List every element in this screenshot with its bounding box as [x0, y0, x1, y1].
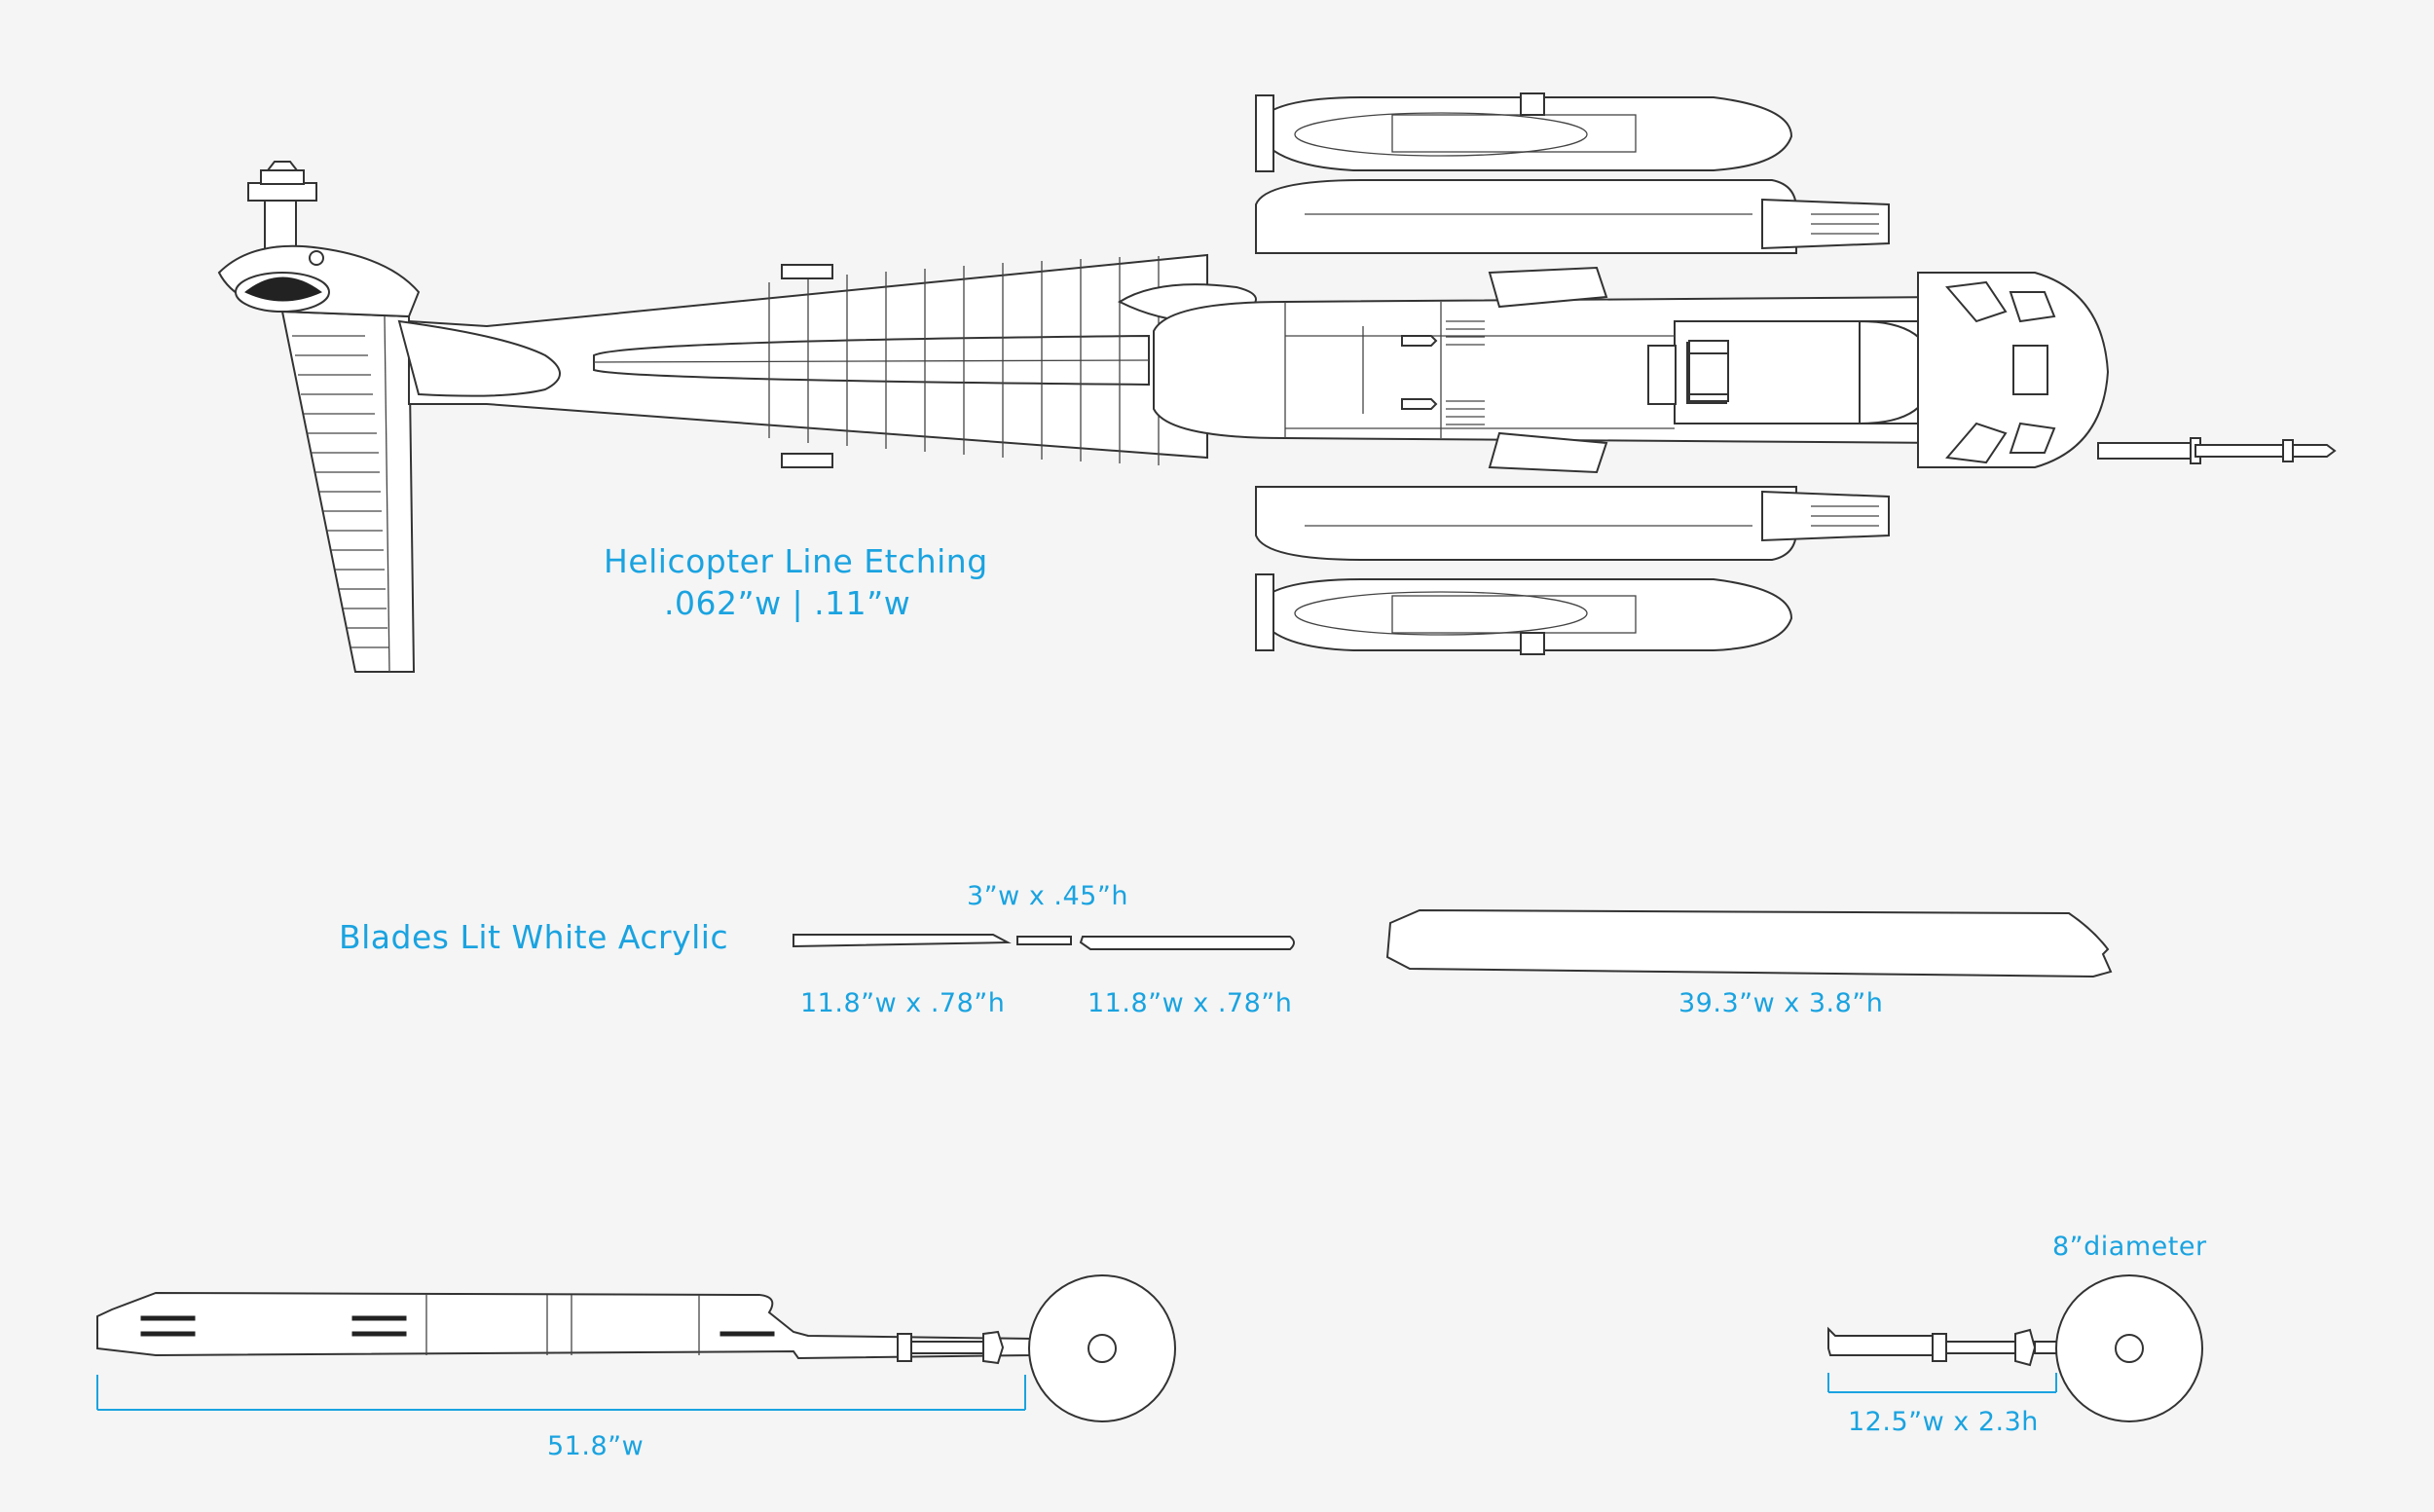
- rotor-large-width-label: 51.8”w: [547, 1431, 645, 1461]
- tail-rotor-hub: [217, 161, 421, 318]
- engine-pods: [1255, 179, 1890, 561]
- main-fuselage: [1153, 295, 2094, 445]
- blade-left-shape: [793, 934, 1012, 948]
- tail-fin: [280, 310, 416, 673]
- blade-long-shape: [1385, 908, 2113, 978]
- blade-right-shape: [1079, 936, 1295, 950]
- blade-small-center-label: 3”w x .45”h: [967, 881, 1128, 911]
- external-fuel-tanks: [1254, 92, 1793, 655]
- helicopter-widths-label: .062”w | .11”w: [664, 584, 911, 622]
- large-rotor-blade: [96, 1274, 1176, 1422]
- blades-title-label: Blades Lit White Acrylic: [339, 918, 729, 956]
- blade-right-label: 11.8”w x .78”h: [1088, 988, 1293, 1018]
- tail-boom: [397, 253, 1257, 468]
- blade-long-label: 39.3”w x 3.8”h: [1678, 988, 1884, 1018]
- helicopter-title-label: Helicopter Line Etching: [604, 542, 988, 580]
- cockpit-nose: [1917, 272, 2337, 468]
- rotor-small-diameter-label: 8”diameter: [2052, 1232, 2207, 1262]
- blade-left-label: 11.8”w x .78”h: [800, 988, 1006, 1018]
- small-rotor-blade: [1827, 1274, 2203, 1422]
- blade-center-shape: [1016, 936, 1072, 945]
- rotor-small-size-label: 12.5”w x 2.3h: [1848, 1407, 2039, 1437]
